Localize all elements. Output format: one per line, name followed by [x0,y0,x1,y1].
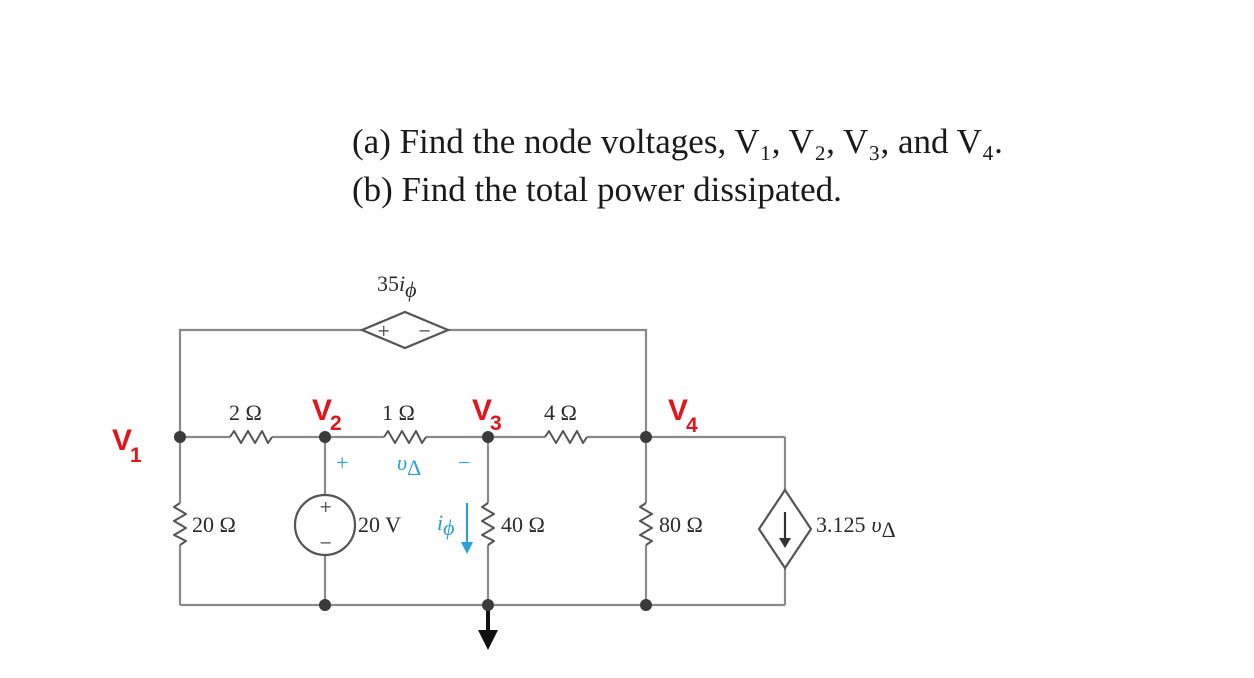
dep-vsrc-minus: − [418,321,431,340]
dep-isrc-arrow-icon [779,538,791,548]
label-2ohm: 2 Ω [229,400,262,425]
dep-vsrc-plus: + [377,321,390,340]
wires [178,328,787,632]
vsrc-label: 20 V [358,512,401,537]
question-text: (a) Find the node voltages, V₁, V₂, V₃, … [352,118,1152,214]
vdelta-plus: + [336,450,348,475]
node-v1 [174,431,186,443]
iphi-label: iϕ [437,510,455,540]
node-v4 [640,431,652,443]
node-label-v3: V3 [472,394,502,435]
node-bottom-v3 [482,599,494,611]
vsrc-plus: + [319,497,332,516]
label-40ohm: 40 Ω [501,512,545,537]
node-v2 [319,431,331,443]
resistor-40ohm [481,502,495,546]
question-part-b: (b) Find the total power dissipated. [352,170,842,209]
vdelta-label: υΔ [397,450,421,480]
node-bottom-v4 [640,599,652,611]
node-label-v1: V1 [112,424,142,467]
node-v3 [482,431,494,443]
dep-vsrc-label: 35iϕ [377,271,417,302]
resistor-80ohm [639,502,653,546]
resistor-20ohm [173,502,187,546]
top-wire [178,328,362,437]
dependent-voltage-source [359,310,451,350]
vdelta-minus: − [458,450,470,475]
resistor-2ohm [229,430,273,444]
ground-arrow-icon [478,630,498,650]
label-20ohm: 20 Ω [192,512,236,537]
top-wire-right [448,328,648,437]
label-80ohm: 80 Ω [659,512,703,537]
vsrc-minus: − [319,533,332,552]
resistor-1ohm [383,430,427,444]
resistor-4ohm [544,430,588,444]
node-label-v4: V4 [668,394,698,437]
voltage-source-20v [293,493,357,557]
node-bottom-v2 [319,599,331,611]
iphi-arrow-icon [461,542,473,554]
node-label-v2: V2 [312,394,342,435]
label-4ohm: 4 Ω [544,400,577,425]
label-1ohm: 1 Ω [382,400,415,425]
question-part-a: (a) Find the node voltages, V₁, V₂, V₃, … [352,122,1003,161]
